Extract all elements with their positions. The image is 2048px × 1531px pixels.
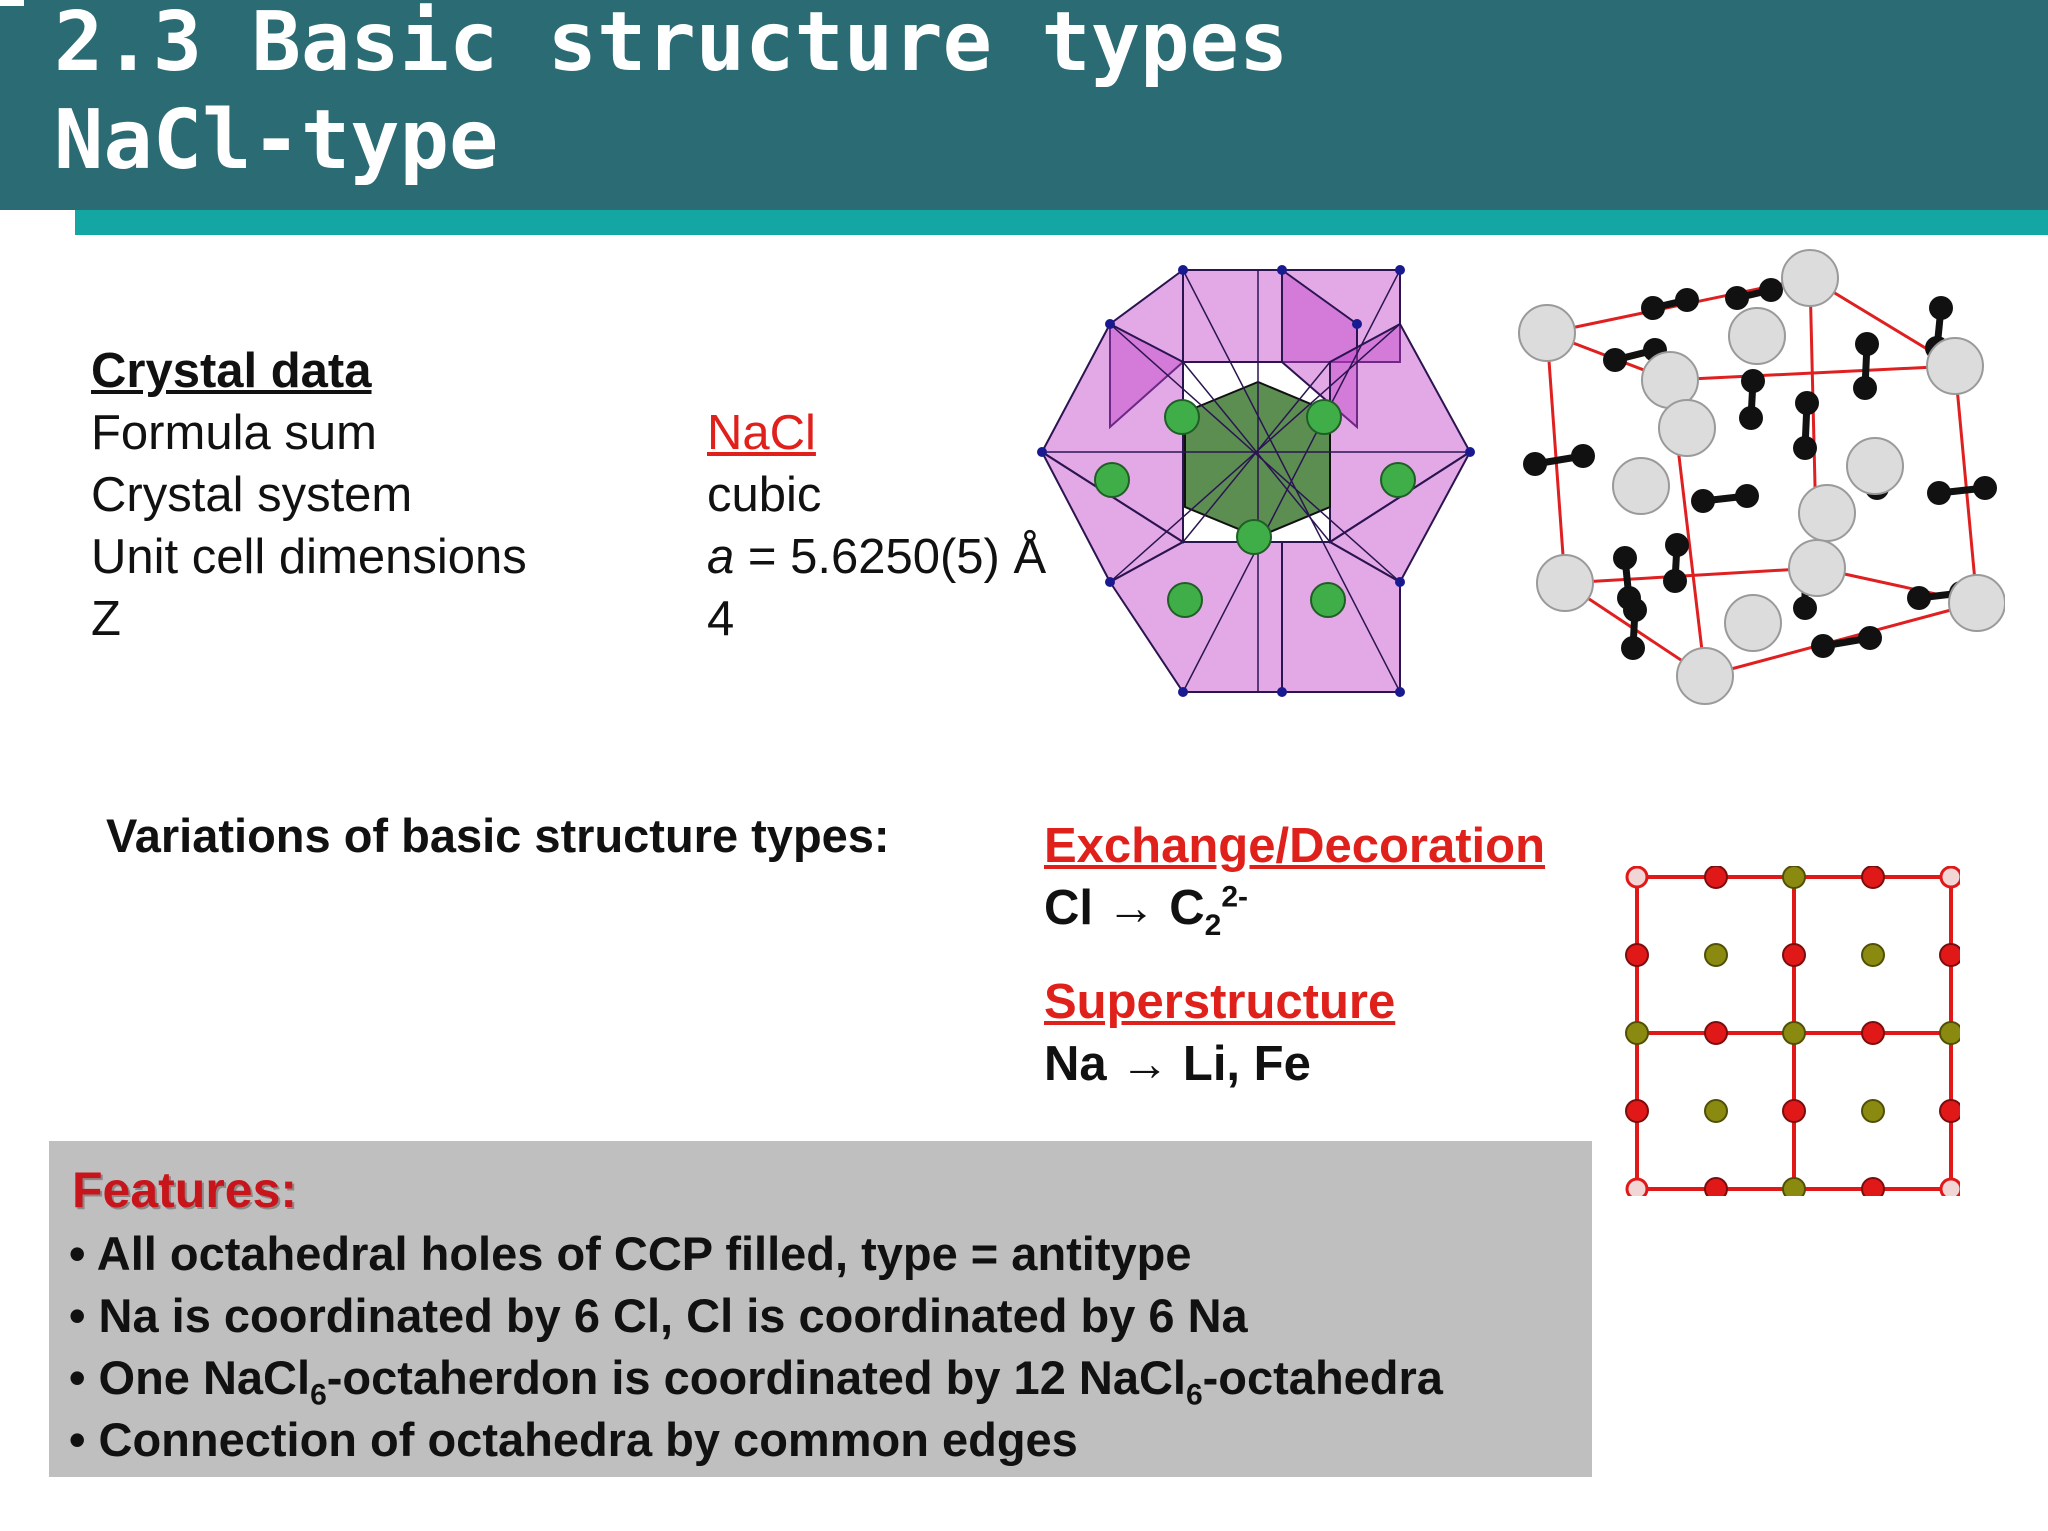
z-label: Z	[91, 592, 121, 646]
features-heading: Features:	[72, 1162, 298, 1218]
octahedron-face	[1281, 541, 1401, 693]
crystal-data-table: Crystal data Formula sum NaCl Crystal sy…	[91, 340, 1046, 650]
cell-dimensions-value: a = 5.6250(5) Å	[707, 526, 1046, 588]
exchange-example: Cl → C22-	[1044, 877, 1545, 942]
super-to: Li, Fe	[1182, 1037, 1311, 1091]
octahedron-face	[1281, 268, 1358, 430]
title-line-2: NaCl-type	[54, 93, 499, 188]
title-accent-stripe	[75, 210, 2048, 235]
title-line-1: 2.3 Basic structure types	[54, 0, 1289, 90]
crystal-system-label: Crystal system	[91, 468, 413, 522]
feature-item: Connection of octahedra by common edges	[69, 1409, 1443, 1471]
superstructure-example: Na → Li, Fe	[1044, 1033, 1545, 1095]
features-list: All octahedral holes of CCP filled, type…	[69, 1223, 1443, 1471]
z-value: 4	[707, 592, 735, 646]
exchange-decoration-link[interactable]: Exchange/Decoration	[1044, 819, 1546, 873]
exchange-to: C	[1169, 881, 1205, 935]
superstructure-link[interactable]: Superstructure	[1044, 975, 1396, 1029]
octahedra-structure-image	[1037, 265, 1475, 697]
variations-heading: Variations of basic structure types:	[106, 809, 890, 862]
carbide-cell-image	[1518, 249, 2005, 705]
cell-parameter-value: = 5.6250(5) Å	[734, 530, 1047, 584]
crystal-system-value: cubic	[707, 468, 822, 522]
feature-item: One NaCl6-octaherdon is coordinated by 1…	[69, 1347, 1443, 1410]
crystal-data-heading: Crystal data	[91, 344, 372, 398]
feature-item: Na is coordinated by 6 Cl, Cl is coordin…	[69, 1285, 1443, 1347]
formula-sum-link[interactable]: NaCl	[707, 406, 816, 460]
octahedron-face	[1109, 268, 1184, 430]
exchange-superscript: 2-	[1221, 880, 1249, 914]
arrow-icon: →	[1120, 1037, 1170, 1091]
formula-sum-label: Formula sum	[91, 406, 377, 460]
exchange-from: Cl	[1044, 881, 1093, 935]
cell-parameter-symbol: a	[707, 530, 735, 584]
title-corner-mark	[0, 0, 24, 6]
features-box: Features: All octahedral holes of CCP fi…	[49, 1141, 1592, 1477]
title-bar	[0, 0, 2048, 210]
cell-dimensions-label: Unit cell dimensions	[91, 530, 527, 584]
exchange-subscript: 2	[1204, 908, 1222, 942]
arrow-icon: →	[1106, 881, 1156, 935]
octahedron-face	[1182, 269, 1283, 363]
feature-item: All octahedral holes of CCP filled, type…	[69, 1223, 1443, 1285]
variations-examples: Exchange/Decoration Cl → C22- Superstruc…	[1044, 815, 1545, 1095]
super-from: Na	[1044, 1037, 1107, 1091]
superstructure-grid-image	[1625, 866, 1960, 1196]
slide-title: 2.3 Basic structure types NaCl-type	[54, 0, 1288, 190]
